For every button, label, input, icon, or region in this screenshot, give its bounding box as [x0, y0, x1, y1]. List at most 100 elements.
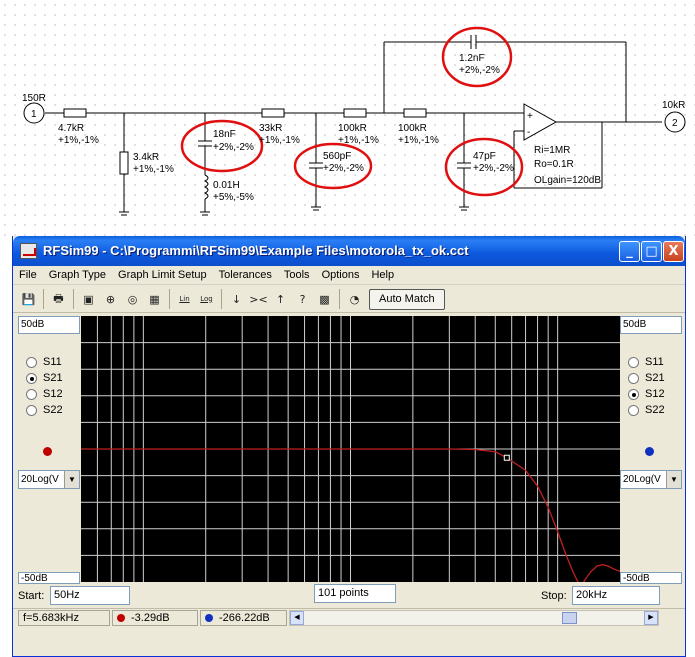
cfb-value: 1.2nF — [459, 53, 485, 64]
right-format-select[interactable]: 20Log(V▼ — [620, 470, 682, 489]
frequency-marker[interactable] — [503, 454, 510, 461]
points-input[interactable]: 101 points — [314, 584, 396, 603]
close-button[interactable]: X — [663, 241, 684, 262]
opamp-plus: + — [527, 111, 533, 122]
stop-frequency-input[interactable]: 20kHz — [572, 586, 660, 605]
left-top-scale[interactable]: 50dB — [18, 316, 80, 334]
right-marker-dot — [645, 447, 654, 456]
window-title: RFSim99 - C:\Programmi\RFSim99\Example F… — [43, 243, 469, 258]
menu-options[interactable]: Options — [321, 269, 360, 281]
menu-file[interactable]: File — [19, 269, 37, 281]
table-icon[interactable]: ▦ — [149, 292, 160, 306]
c2-value: 560pF — [323, 151, 351, 162]
app-icon[interactable] — [20, 243, 37, 259]
menu-tolerances[interactable]: Tolerances — [218, 269, 272, 281]
horizontal-scrollbar[interactable]: ◀ ▶ — [289, 610, 659, 626]
right-bottom-scale[interactable]: -50dB — [620, 572, 682, 584]
l1-value: 0.01H — [213, 180, 240, 191]
rect-graph-icon[interactable]: ▣ — [83, 292, 94, 306]
right-radio-s21[interactable]: S21 — [628, 372, 665, 384]
load-label: 10kR — [662, 100, 685, 111]
radio-icon — [26, 388, 37, 400]
start-label: Start: — [18, 590, 45, 602]
toolbar-separator — [43, 289, 44, 309]
red-dot-icon — [117, 614, 125, 622]
scrollbar-thumb[interactable] — [562, 612, 577, 624]
rfsim-window: RFSim99 - C:\Programmi\RFSim99\Example F… — [12, 236, 686, 657]
status-frequency: f=5.683kHz — [18, 610, 110, 626]
left-radio-s11[interactable]: S11 — [26, 356, 62, 368]
save-icon[interactable]: 💾 — [21, 292, 36, 306]
print-icon[interactable]: 🖶 — [53, 291, 64, 305]
toolbar: 💾 🖶 ▣ ⊕ ◎ ▦ Lin Log ↓ >< ↑ ? ▩ ◔ Auto Ma… — [13, 286, 685, 313]
radio-selected-icon — [628, 388, 639, 400]
rshunt-tol: +1%,-1% — [133, 164, 174, 175]
arrow-up-icon[interactable]: ↑ — [275, 292, 286, 306]
frequency-controls: Start: 50Hz 101 points Stop: 20kHz — [13, 584, 685, 606]
r3-tol: +1%,-1% — [338, 135, 379, 146]
left-radio-s21[interactable]: S21 — [26, 372, 63, 384]
r1-value: 4.7kR — [58, 123, 84, 134]
scroll-left-icon[interactable]: ◀ — [290, 611, 304, 625]
r2-value: 33kR — [259, 123, 282, 134]
right-radio-s11[interactable]: S11 — [628, 356, 664, 368]
chevron-down-icon[interactable]: ▼ — [666, 471, 681, 488]
status-s21: -3.29dB — [112, 610, 198, 626]
toolbar-separator — [339, 289, 340, 309]
left-radio-s12[interactable]: S12 — [26, 388, 63, 400]
left-format-select[interactable]: 20Log(V▼ — [18, 470, 80, 489]
radio-icon — [628, 372, 639, 384]
auto-match-button[interactable]: Auto Match — [369, 288, 445, 310]
right-trace-panel: 50dB S11 S21 S12 S22 20Log(V▼ -50dB — [620, 314, 682, 584]
toolbar-separator — [73, 289, 74, 309]
scroll-right-icon[interactable]: ▶ — [644, 611, 658, 625]
polar-chart-icon[interactable]: ◎ — [127, 292, 138, 306]
port-2-label: 2 — [672, 118, 678, 129]
menu-help[interactable]: Help — [371, 269, 395, 281]
minimize-button[interactable]: _ — [619, 241, 640, 262]
tune-icon[interactable]: ◔ — [349, 292, 360, 306]
menu-graph-type[interactable]: Graph Type — [48, 269, 107, 281]
opamp-ro: Ro=0.1R — [534, 159, 574, 170]
start-frequency-input[interactable]: 50Hz — [50, 586, 130, 605]
source-label: 150R — [22, 93, 46, 104]
c1-tol: +2%,-2% — [213, 142, 254, 153]
smith-chart-icon[interactable]: ⊕ — [105, 292, 116, 306]
left-trace-panel: 50dB S11 S21 S12 S22 20Log(V▼ -50dB — [18, 314, 80, 584]
maximize-button[interactable]: □ — [641, 241, 662, 262]
arrow-down-icon[interactable]: ↓ — [231, 292, 242, 306]
right-radio-s22[interactable]: S22 — [628, 404, 665, 416]
blue-dot-icon — [205, 614, 213, 622]
title-bar[interactable]: RFSim99 - C:\Programmi\RFSim99\Example F… — [13, 236, 685, 266]
zoom-in-icon[interactable]: >< — [249, 292, 268, 306]
chevron-down-icon[interactable]: ▼ — [64, 471, 79, 488]
radio-icon — [628, 404, 639, 416]
toolbar-separator — [169, 289, 170, 309]
graph-area[interactable] — [81, 316, 621, 589]
c3-value: 47pF — [473, 151, 496, 162]
left-bottom-scale[interactable]: -50dB — [18, 572, 80, 584]
r4-tol: +1%,-1% — [398, 135, 439, 146]
component-icon[interactable]: ▩ — [319, 292, 330, 306]
r3-value: 100kR — [338, 123, 367, 134]
opamp-olgain: OLgain=120dB — [534, 175, 601, 186]
c1-value: 18nF — [213, 129, 236, 140]
port-1-label: 1 — [31, 109, 37, 120]
s-parameter-plot — [81, 316, 621, 589]
menu-bar: File Graph Type Graph Limit Setup Tolera… — [13, 266, 685, 285]
right-top-scale[interactable]: 50dB — [620, 316, 682, 334]
schematic-canvas[interactable]: 150R 1 4.7kR +1%,-1% 3.4kR +1%,-1% 18nF … — [0, 0, 695, 236]
left-radio-s22[interactable]: S22 — [26, 404, 63, 416]
right-radio-s12[interactable]: S12 — [628, 388, 665, 400]
lin-scale-button[interactable]: Lin — [179, 294, 190, 303]
r2-tol: +1%,-1% — [259, 135, 300, 146]
cfb-tol: +2%,-2% — [459, 65, 500, 76]
menu-tools[interactable]: Tools — [283, 269, 310, 281]
menu-graph-limit-setup[interactable]: Graph Limit Setup — [118, 269, 207, 281]
help-cursor-icon[interactable]: ? — [299, 292, 306, 306]
radio-icon — [26, 404, 37, 416]
c3-tol: +2%,-2% — [473, 163, 514, 174]
log-scale-button[interactable]: Log — [200, 294, 213, 303]
radio-icon — [628, 356, 639, 368]
stop-label: Stop: — [541, 590, 567, 602]
